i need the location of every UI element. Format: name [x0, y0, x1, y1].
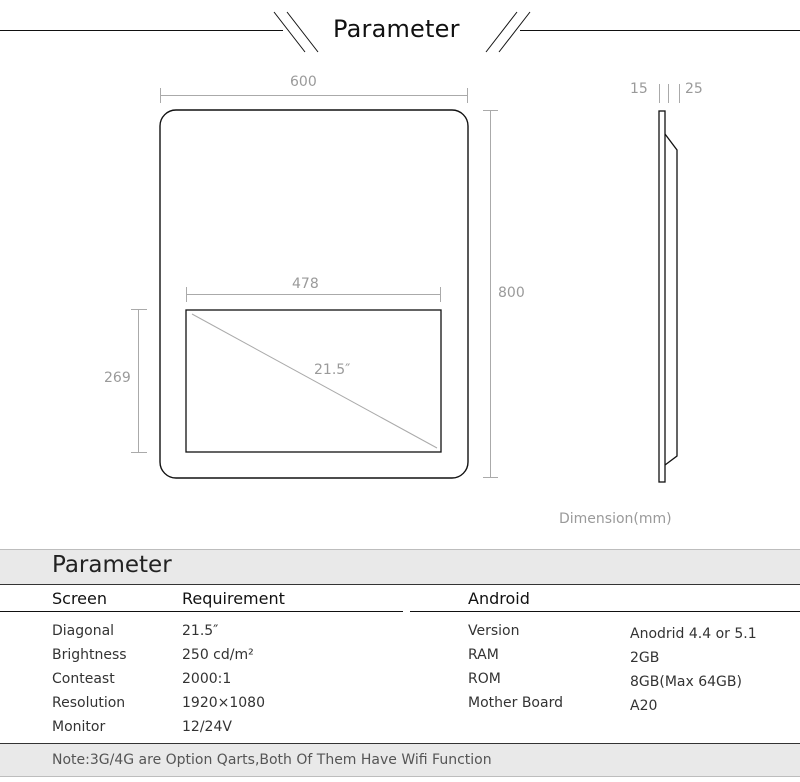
screen-diagonal-line [191, 313, 438, 449]
screen-row-value: 21.5″ [182, 623, 219, 639]
android-row-label: Mother Board [468, 695, 563, 711]
title-slash-left-1 [273, 11, 306, 53]
diagonal-label: 21.5″ [314, 362, 351, 378]
device-outline [159, 109, 469, 479]
screen-row-value: 2000:1 [182, 671, 232, 687]
screen-row-label: Conteast [52, 671, 115, 687]
screen-outline [185, 309, 442, 453]
side-view-outline [658, 110, 666, 483]
dimension-drawing [0, 11, 800, 483]
screen-row-label: Resolution [52, 695, 126, 711]
note-band [0, 743, 800, 777]
android-heading: Android [468, 589, 530, 608]
screen-row-value: 1920×1080 [182, 695, 265, 711]
android-row-label: Version [468, 623, 520, 639]
header-rule-left [0, 611, 403, 612]
section-band [0, 549, 800, 585]
screen-heading: Screen [52, 589, 108, 608]
screen-row-label: Diagonal [52, 623, 115, 639]
android-row-label: RAM [468, 647, 499, 663]
page-title: Parameter [333, 15, 460, 43]
unit-caption: Dimension(mm) [559, 511, 672, 527]
header-rule-right [410, 611, 800, 612]
title-slash-right-1 [485, 11, 518, 53]
note-text: Note:3G/4G are Option Qarts,Both Of Them… [52, 752, 492, 768]
screen-row-value: 250 cd/m² [182, 647, 254, 663]
android-row-value: Anodrid 4.4 or 5.1 [630, 626, 757, 642]
title-slash-left-2 [286, 11, 319, 53]
screen-row-value: 12/24V [182, 719, 232, 735]
screen-row-label: Monitor [52, 719, 106, 735]
depth-right-label: 25 [685, 81, 703, 97]
screen-height-label: 269 [104, 370, 131, 386]
title-slash-right-2 [498, 11, 531, 53]
side-view-back [664, 133, 678, 466]
screen-width-label: 478 [292, 276, 319, 292]
depth-left-label: 15 [630, 81, 648, 97]
screen-row-label: Brightness [52, 647, 127, 663]
android-row-label: ROM [468, 671, 501, 687]
android-row-value: 8GB(Max 64GB) [630, 674, 742, 690]
requirement-heading: Requirement [182, 589, 285, 608]
android-row-value: 2GB [630, 650, 660, 666]
width-label: 600 [290, 74, 317, 90]
android-row-value: A20 [630, 698, 658, 714]
height-label: 800 [498, 285, 525, 301]
section-title: Parameter [52, 552, 172, 578]
